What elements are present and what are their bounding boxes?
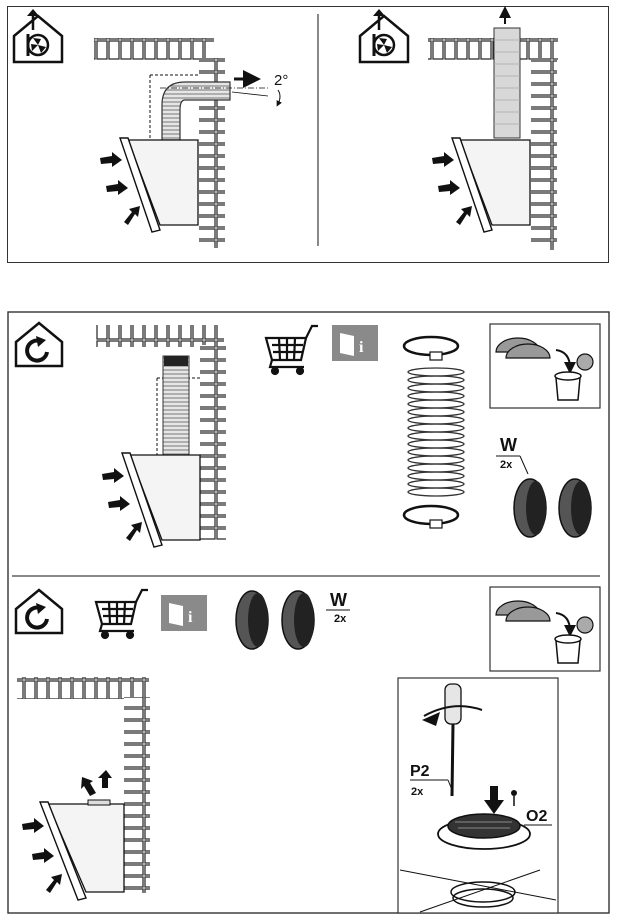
info-booklet-icon: i bbox=[161, 595, 207, 631]
svg-text:i: i bbox=[188, 609, 193, 626]
filter-qty-lower: 2x bbox=[334, 613, 347, 625]
filter-label-lower: W bbox=[330, 590, 347, 610]
bottom-panel-frame bbox=[7, 311, 610, 914]
vertical-duct bbox=[493, 27, 521, 139]
top-left-diagram: 2° bbox=[12, 9, 288, 248]
top-right-diagram bbox=[358, 6, 558, 250]
filter-part-label: O2 bbox=[526, 808, 547, 825]
angle-label: 2° bbox=[274, 72, 288, 89]
shopping-cart-icon bbox=[94, 588, 148, 640]
screwdriver-label: P2 bbox=[410, 763, 430, 780]
ducted-mode-icon bbox=[358, 9, 410, 64]
air-intake-arrows bbox=[100, 152, 140, 225]
ducted-mode-icon bbox=[12, 9, 64, 64]
top-panel bbox=[7, 6, 609, 263]
recirculation-mode-icon bbox=[14, 321, 64, 368]
screwdriver-qty: 2x bbox=[411, 786, 424, 798]
flexible-hose-kit bbox=[402, 335, 465, 529]
hood-glass-panel bbox=[119, 137, 161, 233]
filter-disposal-box bbox=[489, 323, 601, 409]
flexible-duct bbox=[162, 355, 190, 457]
info-booklet-icon: i bbox=[332, 325, 378, 361]
hood-body bbox=[127, 139, 199, 226]
recirculation-mode-icon bbox=[14, 588, 64, 635]
ceiling-bricks bbox=[94, 38, 214, 60]
filter-install-detail bbox=[397, 677, 559, 914]
flexible-duct bbox=[161, 81, 231, 141]
air-intake-arrows bbox=[102, 468, 142, 541]
filter-disposal-box bbox=[489, 586, 601, 672]
shopping-cart-icon bbox=[264, 324, 318, 376]
carbon-filters bbox=[235, 590, 315, 650]
carbon-filters bbox=[513, 478, 592, 538]
svg-text:i: i bbox=[359, 339, 364, 356]
filter-label: W bbox=[500, 435, 517, 455]
filter-qty: 2x bbox=[500, 459, 513, 471]
